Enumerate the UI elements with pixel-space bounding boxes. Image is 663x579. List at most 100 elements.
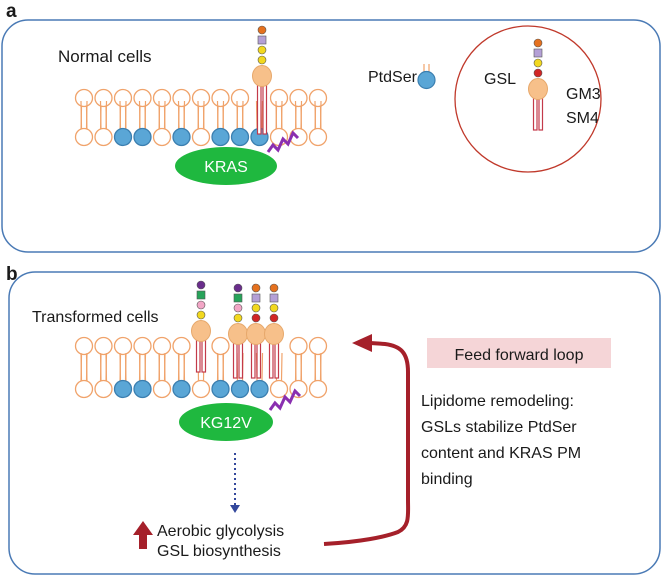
gsl-head (252, 65, 272, 87)
sugar-circle (257, 55, 267, 65)
lipid-head (133, 88, 152, 108)
metabolism-line-1: Aerobic glycolysis (157, 523, 284, 540)
lipid-head (289, 336, 308, 356)
gsl-legend-circle (454, 25, 602, 173)
feed-forward-box (427, 338, 611, 368)
sugar-circle (257, 45, 267, 55)
sugar-circle (251, 313, 261, 323)
lipid-tail (216, 100, 225, 129)
ptdser-head (211, 127, 230, 147)
lipid-head (191, 379, 211, 399)
lipid-tail (158, 352, 166, 381)
gsl-tail (532, 96, 538, 131)
panel-a: a Normal cells KRAS PtdSer GSL GM3 SM4 (1, 1, 661, 253)
gsl-in-membrane-normal (252, 25, 272, 135)
lipid-tail (99, 100, 108, 129)
lipid-tail (138, 100, 147, 129)
sugar-circle (251, 283, 261, 293)
gsl-tail (538, 96, 544, 131)
ptdser-head (133, 379, 152, 399)
gsl-tail (201, 338, 207, 373)
lipid-tail (294, 352, 303, 381)
ptdser-head (113, 379, 133, 399)
lipid-tail (177, 352, 186, 381)
feed-forward-arrow-head (352, 334, 372, 352)
lipid-tail (294, 100, 303, 129)
sugar-square (251, 293, 261, 303)
lipid-tail (119, 352, 127, 381)
membrane-transformed (74, 336, 328, 399)
lipid-head (308, 127, 328, 147)
normal-cells-label: Normal cells (58, 47, 152, 66)
lipid-head (191, 88, 211, 108)
remodeling-line-4: binding (421, 471, 473, 488)
gsl-legend-icon (528, 38, 548, 131)
lipid-head (211, 336, 230, 356)
lipid-head (308, 336, 328, 356)
gsl-type-gm3: GM3 (566, 86, 601, 103)
lipid-tail (275, 100, 283, 129)
ptdser-head (211, 379, 230, 399)
lipid-head (172, 88, 191, 108)
up-arrow-icon (133, 521, 153, 549)
panel-a-frame (1, 19, 661, 253)
sugar-circle (233, 313, 243, 323)
lipid-head (94, 127, 113, 147)
feed-forward-arrow (323, 341, 411, 546)
lipid-head (133, 336, 152, 356)
gsl-tail (256, 83, 262, 135)
sugar-circle (533, 58, 543, 68)
lipid-head (74, 88, 94, 108)
gsl-head (528, 78, 548, 100)
panel-b-letter: b (6, 264, 18, 285)
lipid-tail (314, 100, 322, 129)
lipid-tail (119, 100, 127, 129)
lipid-head (74, 336, 94, 356)
sugar-square (196, 290, 206, 300)
remodeling-line-3: content and KRAS PM (421, 445, 581, 462)
gsl-tail (256, 341, 262, 379)
ptdser-legend-label: PtdSer (368, 69, 418, 86)
sugar-circle (233, 283, 243, 293)
gsl-tail (262, 83, 268, 135)
lipid-tail (314, 352, 322, 381)
dotted-arrow-head (230, 505, 240, 513)
ptdser-head (250, 379, 269, 399)
gsl-tail (274, 341, 280, 379)
kg12v-protein (179, 403, 273, 441)
gsl-cluster-transformed (191, 280, 284, 379)
lipid-head (94, 88, 113, 108)
lipid-head (172, 336, 191, 356)
sugar-circle (251, 303, 261, 313)
sugar-circle (196, 300, 206, 310)
lipid-tail (99, 352, 108, 381)
lipid-head (191, 127, 211, 147)
lipid-head (74, 379, 94, 399)
ptdser-head (172, 127, 191, 147)
lipid-head (152, 379, 172, 399)
gsl-head (246, 323, 266, 345)
sugar-circle (269, 313, 279, 323)
lipid-anchor-transformed (268, 388, 302, 411)
gsl-tail (195, 338, 201, 373)
sugar-circle (196, 310, 206, 320)
ptdser-head (230, 127, 250, 147)
metabolism-line-2: GSL biosynthesis (157, 543, 281, 560)
sugar-square (257, 35, 267, 45)
gsl-legend-label: GSL (484, 71, 516, 88)
gsl-head (191, 320, 211, 342)
sugar-circle (269, 303, 279, 313)
membrane-normal (74, 88, 328, 147)
gsl-tail (232, 341, 238, 379)
lipid-head (74, 127, 94, 147)
gsl-head (264, 323, 284, 345)
sugar-circle (533, 38, 543, 48)
ptdser-head (172, 379, 191, 399)
lipid-tail (138, 352, 147, 381)
sugar-square (269, 293, 279, 303)
lipid-head (211, 88, 230, 108)
sugar-circle (257, 25, 267, 35)
lipid-tail (197, 100, 205, 129)
panel-a-letter: a (6, 1, 17, 22)
